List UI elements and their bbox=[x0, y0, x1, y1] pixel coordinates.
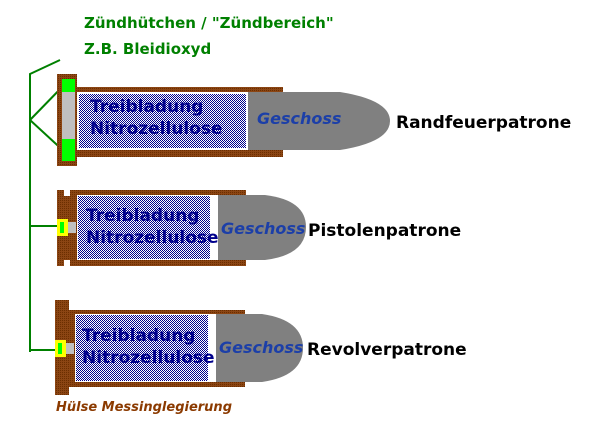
rimfire-cartridge bbox=[57, 74, 390, 166]
primer-example: Z.B. Bleidioxyd bbox=[84, 40, 212, 58]
bullet bbox=[216, 314, 303, 382]
cartridge-name: Randfeuerpatrone bbox=[396, 113, 572, 133]
bullet bbox=[248, 92, 390, 150]
pistol-cartridge bbox=[57, 190, 306, 266]
case-label: Hülse Messinglegierung bbox=[56, 400, 232, 415]
bullet-label: Geschoss bbox=[219, 338, 304, 357]
propellant-charge bbox=[78, 196, 210, 259]
revolver-cartridge bbox=[55, 300, 303, 395]
bullet-label: Geschoss bbox=[221, 219, 306, 238]
cartridge-name: Pistolenpatrone bbox=[308, 221, 462, 241]
bullet-label: Geschoss bbox=[257, 109, 342, 128]
cartridge-name: Revolverpatrone bbox=[307, 340, 467, 360]
primer-title: Zündhütchen / "Zündbereich" bbox=[84, 14, 334, 32]
primer-top bbox=[62, 79, 75, 92]
propellant-charge bbox=[79, 94, 246, 148]
primer-bottom bbox=[62, 139, 75, 161]
propellant-charge bbox=[76, 315, 208, 381]
bullet bbox=[218, 195, 306, 260]
